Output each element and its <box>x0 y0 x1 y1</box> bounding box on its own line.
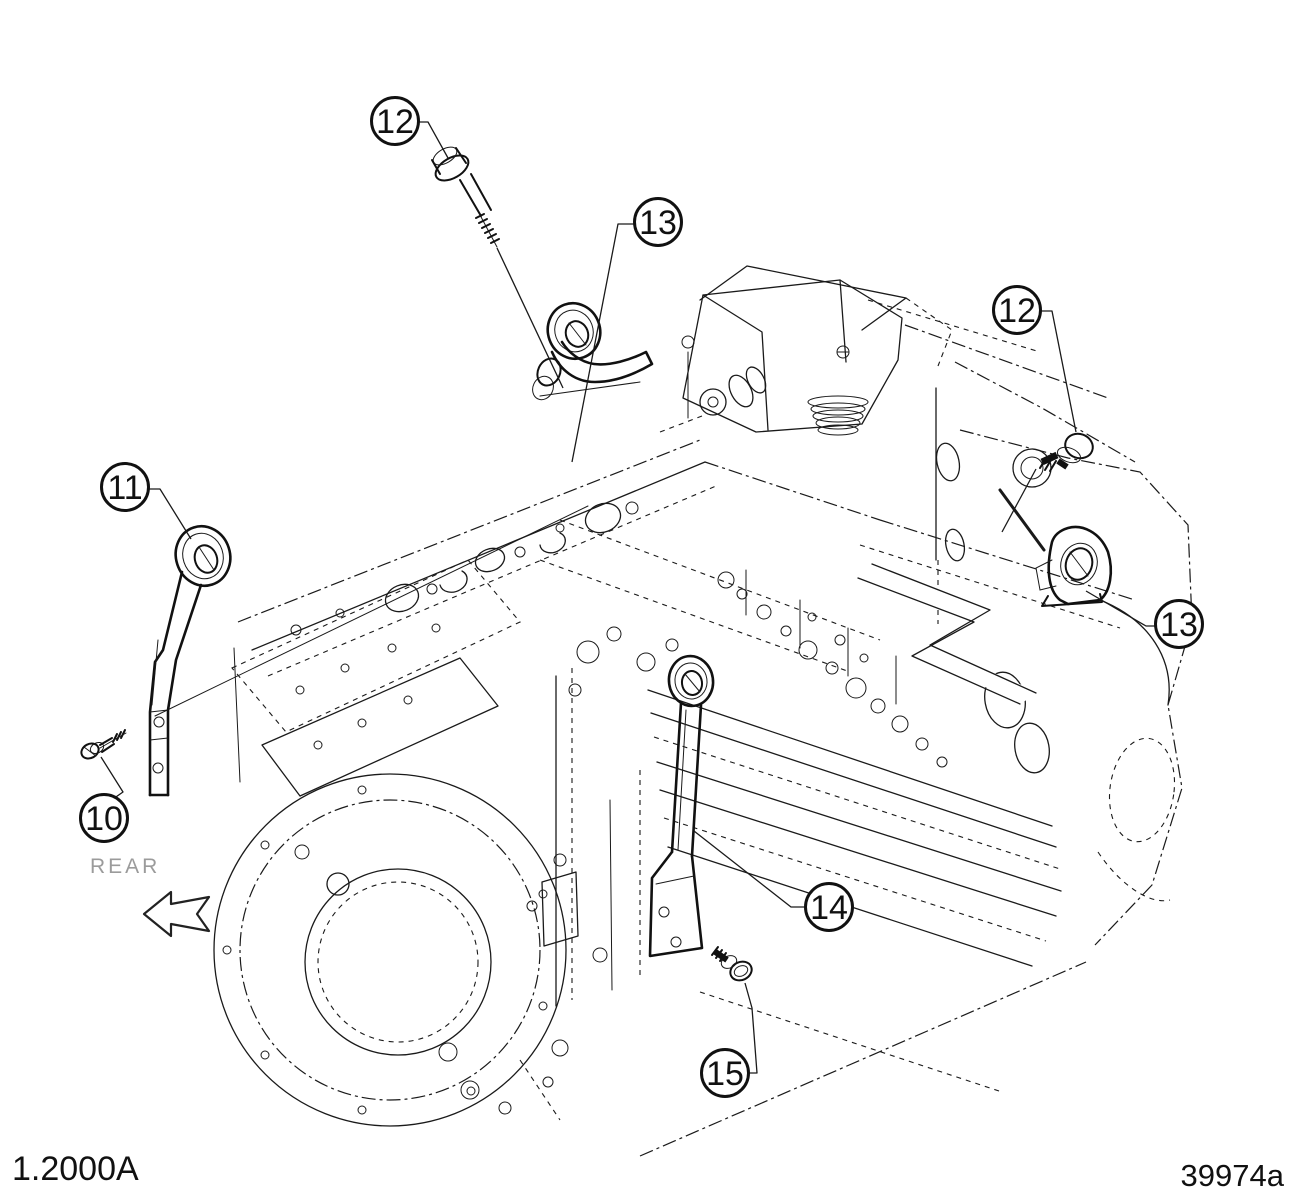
bolt-12-right <box>1039 432 1094 472</box>
bolt-15 <box>711 946 753 982</box>
block-rear-face <box>460 668 641 1121</box>
leader-line-12-top-axis <box>496 247 564 389</box>
callout-number: 10 <box>85 800 123 838</box>
callout-12-right: 12 <box>992 285 1042 335</box>
callouts: 12 13 12 11 13 10 14 15 <box>79 96 1204 1098</box>
leader-line-12-right-axis <box>1001 468 1037 533</box>
flywheel-housing <box>213 773 567 1127</box>
leader-line-12-top <box>418 121 449 159</box>
engine-illustration <box>154 265 1193 1157</box>
leader-line-13-top <box>571 223 635 463</box>
callout-number: 15 <box>706 1055 744 1093</box>
rear-direction-arrow-icon <box>142 890 211 938</box>
leader-line-12-right <box>1040 310 1077 433</box>
callout-15: 15 <box>700 1048 750 1098</box>
leader-line-11 <box>148 488 192 540</box>
callout-10: 10 <box>79 793 129 843</box>
block-left-plates <box>154 505 589 797</box>
view-break-zigzag <box>857 562 1038 705</box>
bracket-13-right <box>1035 525 1113 607</box>
bolt-12-top <box>431 146 500 248</box>
bracket-14 <box>648 654 715 958</box>
bracket-11 <box>148 524 232 797</box>
callout-number: 13 <box>1160 606 1198 644</box>
callout-number: 11 <box>107 469 142 507</box>
leader-line-14 <box>693 830 806 908</box>
cylinder-head-deck <box>237 335 881 677</box>
leader-line-15 <box>744 982 758 1074</box>
valvetrain-detail <box>539 519 948 768</box>
drawing-number-label: 39974a <box>1181 1158 1285 1193</box>
bolt-10 <box>80 729 127 760</box>
callout-11: 11 <box>100 462 150 512</box>
callout-13-right: 13 <box>1154 599 1204 649</box>
callout-12-top: 12 <box>370 96 420 146</box>
callout-number: 12 <box>376 103 414 141</box>
callout-number: 13 <box>639 204 677 242</box>
rear-orientation-label: REAR <box>90 855 160 878</box>
rocker-housing-assembly <box>682 265 1109 624</box>
callout-14: 14 <box>804 882 854 932</box>
figure-id-label: 1.2000A <box>12 1150 139 1188</box>
callout-number: 12 <box>998 292 1036 330</box>
callout-number: 14 <box>810 889 848 927</box>
leader-line-13-right <box>1085 590 1156 627</box>
callout-13-top: 13 <box>633 197 683 247</box>
